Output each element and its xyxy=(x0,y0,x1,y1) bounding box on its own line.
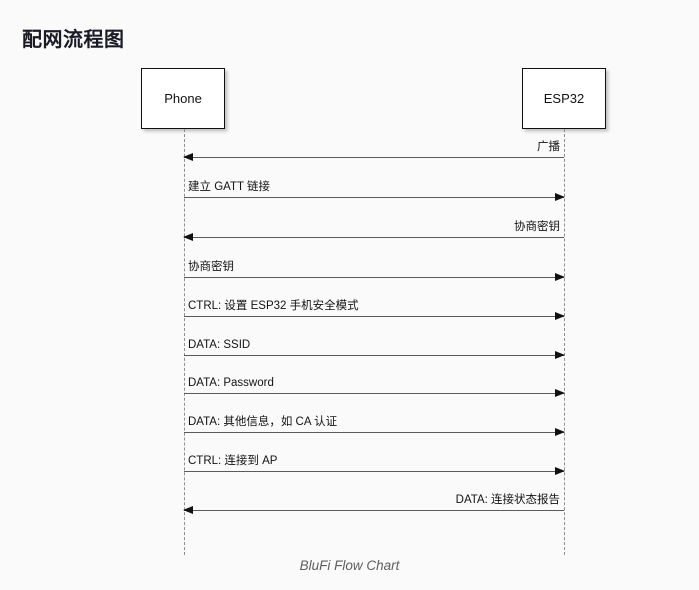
arrowhead-right-icon xyxy=(555,311,565,320)
arrowhead-left-icon xyxy=(183,232,193,241)
participant-box-esp32: ESP32 xyxy=(522,68,606,129)
message-label: 协商密钥 xyxy=(514,220,560,233)
message-line xyxy=(184,237,564,238)
message-line xyxy=(184,471,564,472)
lifeline-esp32 xyxy=(564,129,565,555)
message-line xyxy=(184,197,564,198)
message-label: DATA: Password xyxy=(188,376,274,389)
message-line xyxy=(184,277,564,278)
arrowhead-right-icon xyxy=(555,192,565,201)
arrowhead-right-icon xyxy=(555,272,565,281)
message-label: CTRL: 设置 ESP32 手机安全模式 xyxy=(188,299,359,312)
message-label: 协商密钥 xyxy=(188,260,234,273)
message-label: 建立 GATT 链接 xyxy=(188,180,270,193)
arrowhead-right-icon xyxy=(555,350,565,359)
message-label: CTRL: 连接到 AP xyxy=(188,454,278,467)
message-label: DATA: SSID xyxy=(188,338,251,351)
message-label: DATA: 其他信息，如 CA 认证 xyxy=(188,415,338,428)
message-label: DATA: 连接状态报告 xyxy=(455,493,560,506)
message-line xyxy=(184,432,564,433)
participant-label: ESP32 xyxy=(543,91,585,106)
message-line xyxy=(184,355,564,356)
participant-box-phone: Phone xyxy=(141,68,225,129)
participant-label: Phone xyxy=(164,91,202,106)
message-line xyxy=(184,316,564,317)
arrowhead-left-icon xyxy=(183,152,193,161)
message-label: 广播 xyxy=(537,140,560,153)
arrowhead-right-icon xyxy=(555,388,565,397)
arrowhead-right-icon xyxy=(555,466,565,475)
lifeline-phone xyxy=(184,129,185,555)
message-line xyxy=(184,393,564,394)
page-title: 配网流程图 xyxy=(22,29,125,52)
message-line xyxy=(184,510,564,511)
arrowhead-right-icon xyxy=(555,427,565,436)
diagram-caption: BluFi Flow Chart xyxy=(299,558,400,573)
arrowhead-left-icon xyxy=(183,505,193,514)
message-line xyxy=(184,157,564,158)
